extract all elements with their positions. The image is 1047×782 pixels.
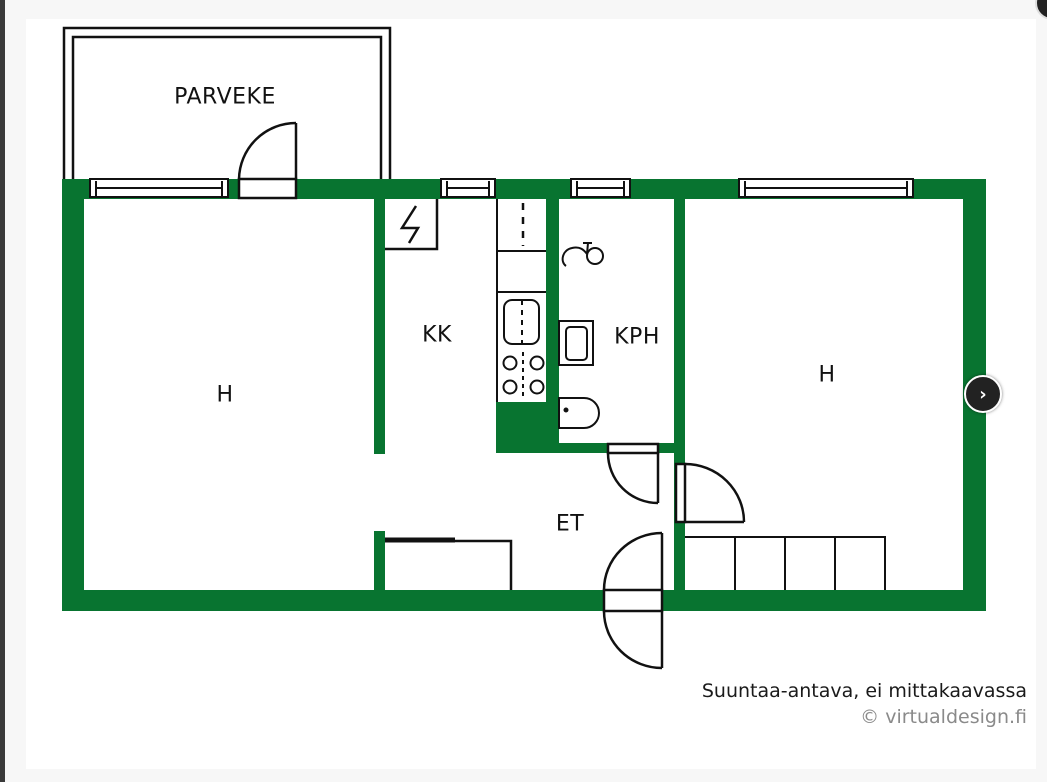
chevron-right-icon: › bbox=[979, 383, 987, 405]
wardrobes bbox=[685, 536, 886, 590]
room-label-hallway: ET bbox=[555, 511, 585, 537]
room-label-right-room: H bbox=[818, 362, 836, 388]
windows bbox=[89, 178, 914, 198]
bathroom-door bbox=[606, 442, 660, 505]
scale-disclaimer: Suuntaa-antava, ei mittakaavassa bbox=[701, 680, 1027, 702]
copyright-credit: © virtualdesign.fi bbox=[860, 706, 1027, 728]
room-label-bathroom: KPH bbox=[614, 324, 660, 350]
next-image-button[interactable]: › bbox=[964, 375, 1002, 413]
balcony-outline bbox=[62, 26, 392, 180]
room-label-balcony: PARVEKE bbox=[174, 84, 276, 110]
right-room-door bbox=[674, 462, 746, 524]
electrical-panel bbox=[385, 199, 439, 251]
room-label-left-room: H bbox=[216, 382, 234, 408]
bathroom-fixtures bbox=[558, 242, 604, 429]
floorplan-image bbox=[26, 19, 1036, 769]
kitchen-counter bbox=[496, 199, 546, 402]
hallway-shelf bbox=[385, 537, 513, 590]
balcony-door bbox=[237, 121, 298, 200]
page-backdrop bbox=[0, 0, 6, 782]
room-label-kitchen: KK bbox=[422, 322, 452, 348]
entry-door bbox=[602, 531, 664, 670]
floorplan-caption: Suuntaa-antava, ei mittakaavassa © virtu… bbox=[702, 678, 1027, 730]
